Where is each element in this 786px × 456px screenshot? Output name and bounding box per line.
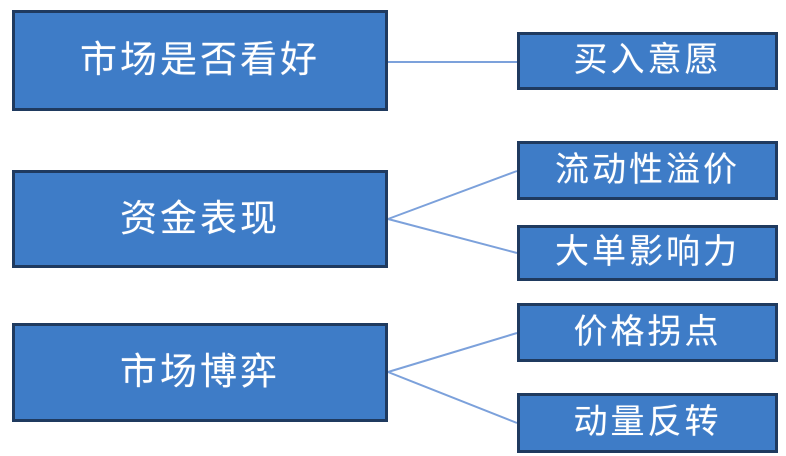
connector-market-game-to-momentum-reversal [387, 371, 518, 424]
node-large-order-impact: 大单影响力 [517, 225, 778, 281]
node-buy-willingness: 买入意愿 [517, 32, 778, 90]
node-liquidity-premium: 流动性溢价 [517, 141, 778, 200]
node-momentum-reversal: 动量反转 [517, 393, 778, 453]
node-price-inflection: 价格拐点 [517, 303, 778, 362]
connector-capital-performance-to-large-order-impact [387, 218, 518, 254]
node-market-game: 市场博弈 [12, 323, 388, 422]
node-capital-performance: 资金表现 [12, 170, 388, 268]
connector-market-game-to-price-inflection [387, 332, 518, 373]
connector-capital-performance-to-liquidity-premium [387, 170, 518, 220]
node-market-outlook: 市场是否看好 [12, 10, 388, 111]
